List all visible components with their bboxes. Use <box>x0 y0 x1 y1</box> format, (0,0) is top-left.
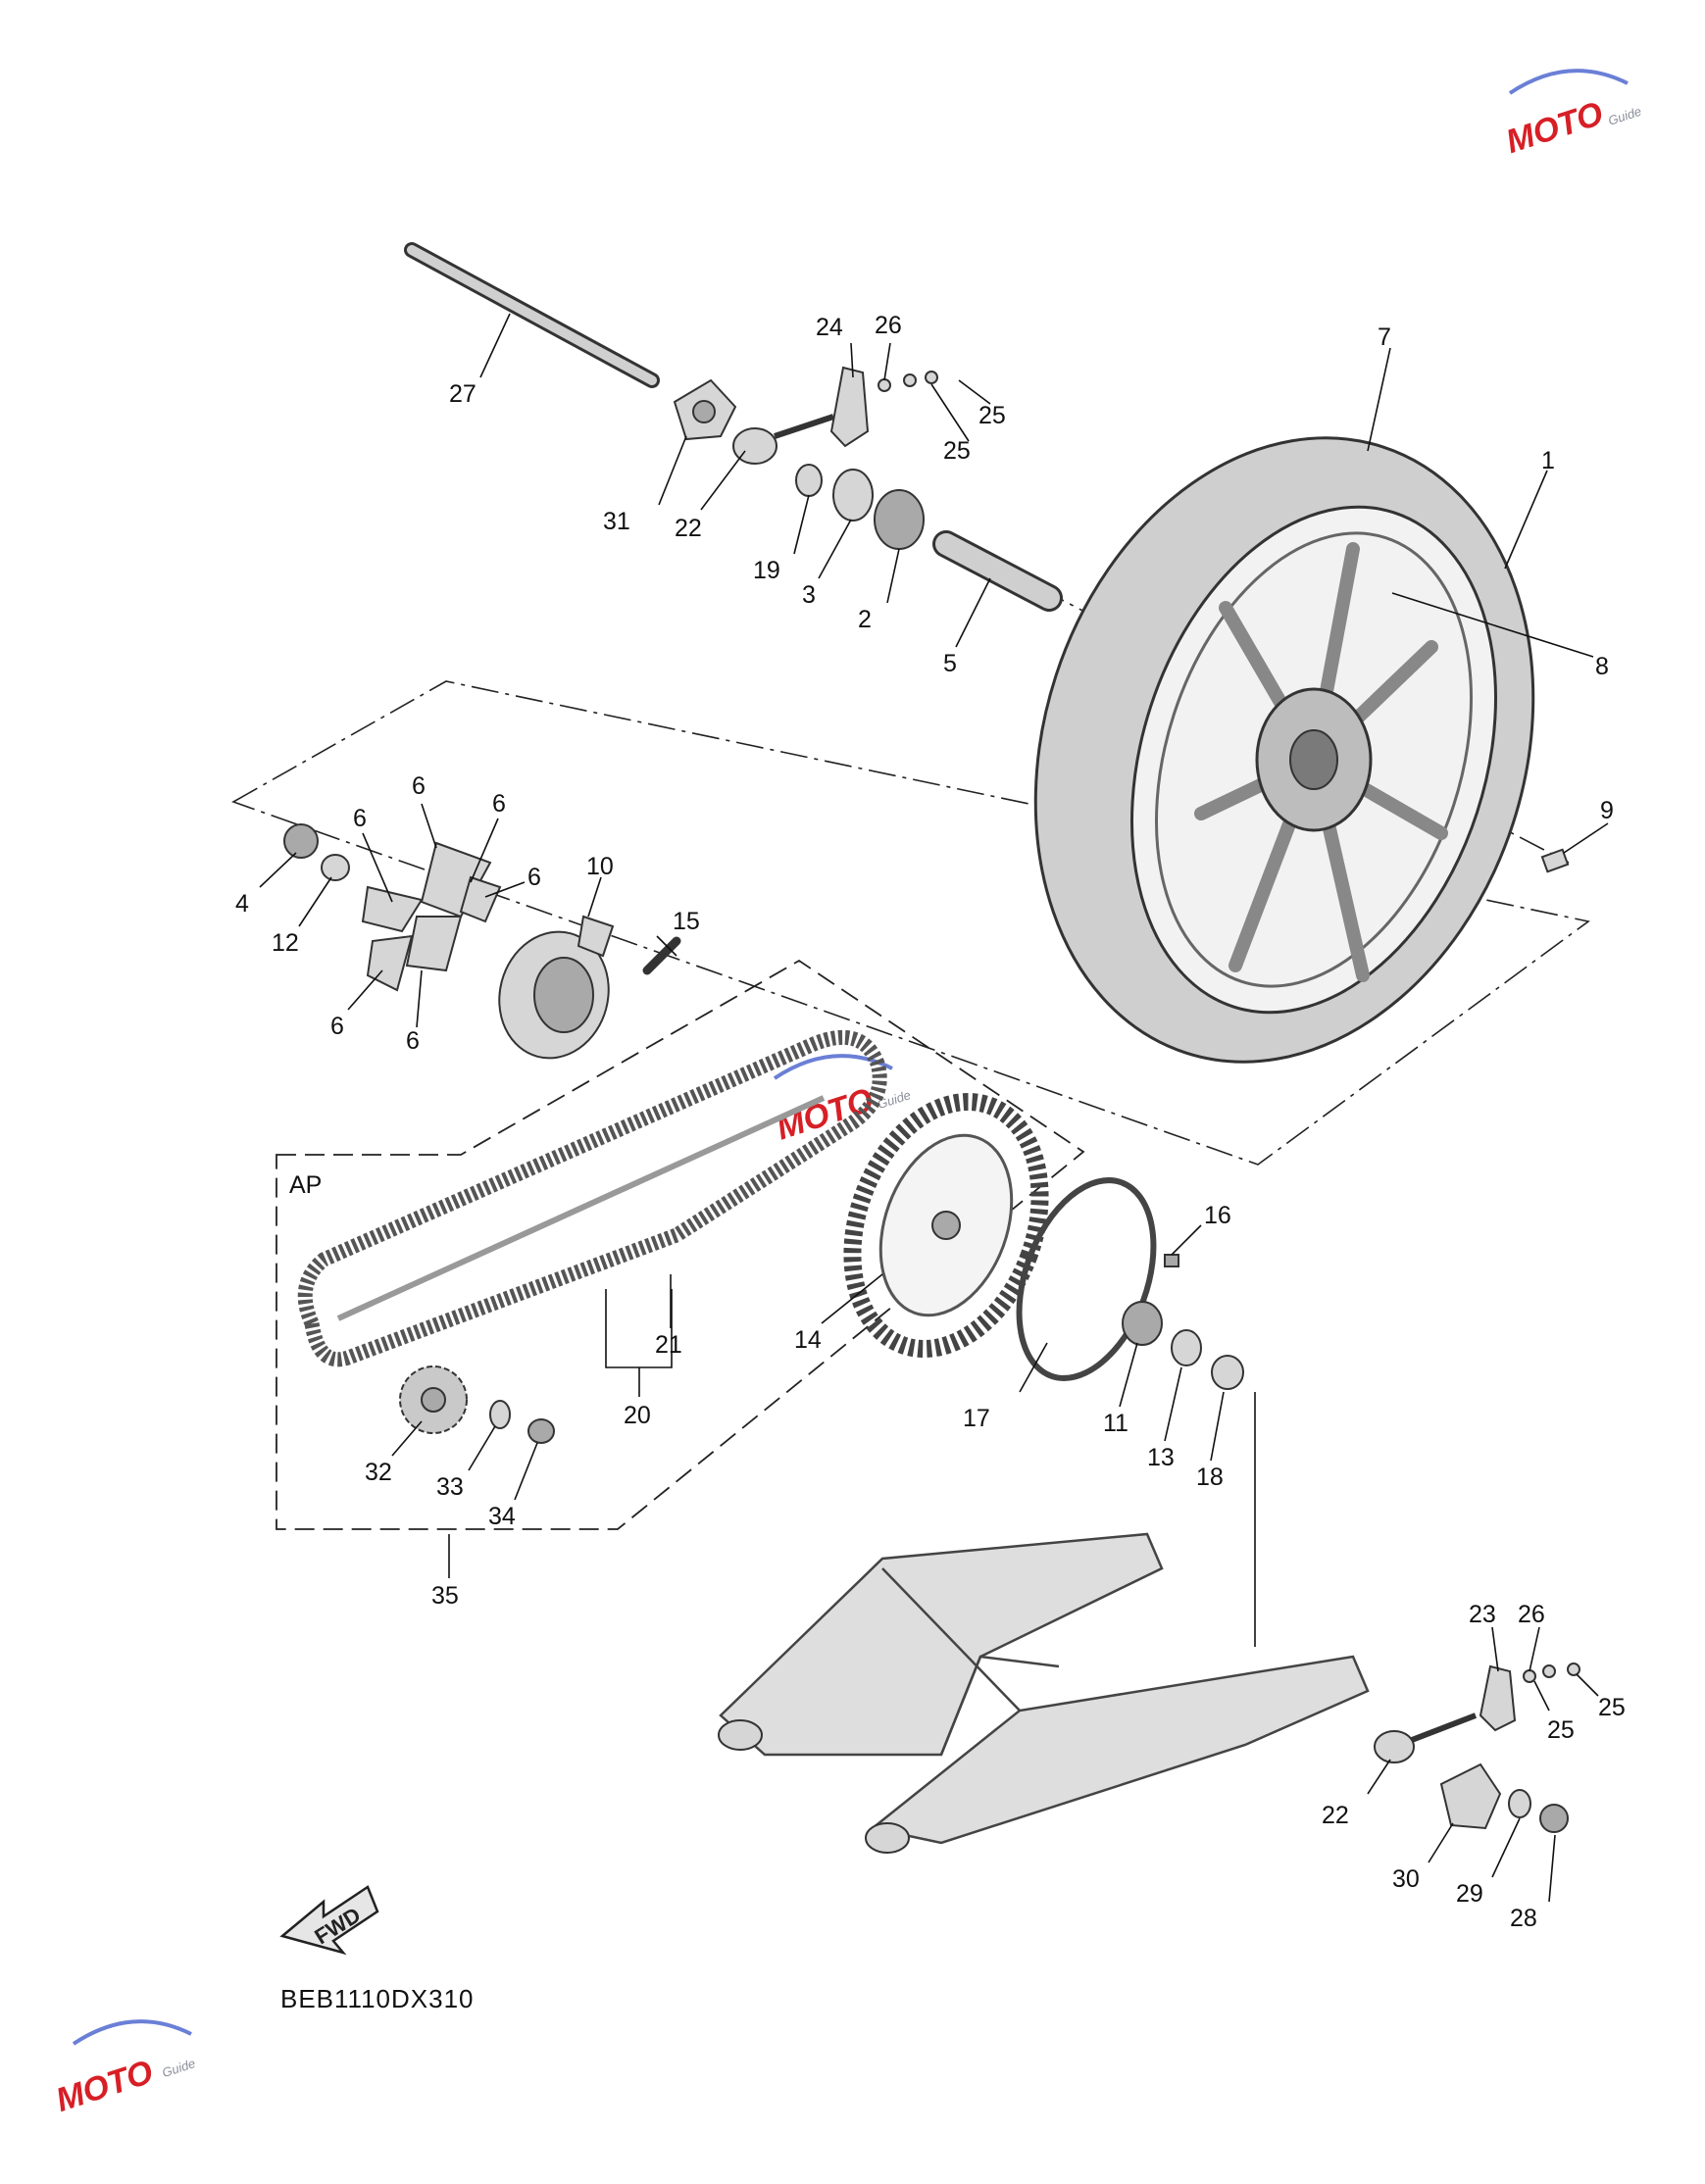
nut-axle-part <box>1539 1804 1569 1833</box>
callout-32: 32 <box>365 1459 392 1486</box>
callout-12: 12 <box>272 929 299 957</box>
callout-28: 28 <box>1510 1905 1537 1932</box>
callout-20: 20 <box>624 1402 651 1429</box>
callout-22a: 22 <box>675 515 702 542</box>
bearing-hub-part <box>283 823 319 859</box>
callout-10: 10 <box>586 853 614 880</box>
sprocket-bracket-ring-part <box>1016 1177 1157 1381</box>
callout-2: 2 <box>858 606 872 633</box>
callout-27: 27 <box>449 380 476 408</box>
callout-23: 23 <box>1469 1601 1496 1628</box>
sprocket-nut-small-part <box>1164 1254 1179 1267</box>
svg-text:MOTO: MOTO <box>1502 95 1608 161</box>
nut-right-part <box>1567 1663 1580 1676</box>
callout-labels: 1 2 3 4 5 6 6 6 6 6 6 7 8 9 10 11 12 13 … <box>235 312 1626 1932</box>
oil-seal-part <box>832 469 874 521</box>
callout-6e: 6 <box>330 1013 344 1040</box>
collar-right-part <box>1211 1355 1244 1390</box>
watermark-logo-bottom-left: MOTO Guide <box>51 2019 197 2119</box>
washer-left-part <box>903 373 917 387</box>
callout-1: 1 <box>1541 447 1555 474</box>
stud-bolt-part <box>642 936 681 975</box>
nut-left-part <box>925 371 938 384</box>
callout-9: 9 <box>1600 797 1614 824</box>
ap-chain-kit-boundary <box>276 959 1085 1530</box>
callout-4: 4 <box>235 890 249 918</box>
plug-right-part <box>1523 1669 1536 1683</box>
collar-small-right-part <box>1508 1789 1531 1818</box>
hub-assembly-boundary <box>231 680 1590 1166</box>
callout-17: 17 <box>963 1405 990 1432</box>
callout-34: 34 <box>488 1503 516 1530</box>
fwd-arrow-icon: FWD <box>279 1885 379 1956</box>
callout-3: 3 <box>802 581 816 609</box>
adjust-bolt-left-part <box>732 414 834 465</box>
callout-25b: 25 <box>943 437 971 465</box>
oil-seal-right-part <box>1171 1329 1202 1366</box>
callout-6c: 6 <box>353 805 367 832</box>
callout-13: 13 <box>1147 1444 1175 1471</box>
callout-19: 19 <box>753 557 780 584</box>
callout-8: 8 <box>1595 653 1609 680</box>
callout-6f: 6 <box>406 1027 420 1055</box>
callout-5: 5 <box>943 650 957 677</box>
chain-puller-right-part <box>1439 1762 1502 1830</box>
callout-7: 7 <box>1378 323 1391 351</box>
adjust-bolt-right-part <box>1374 1712 1478 1763</box>
svg-text:MOTO: MOTO <box>51 2054 157 2119</box>
callout-26a: 26 <box>875 312 902 339</box>
callout-24: 24 <box>816 314 843 341</box>
hub-collar-part <box>321 854 350 881</box>
callout-15: 15 <box>673 908 700 935</box>
leader-lines <box>259 313 1609 1903</box>
swingarm-part <box>718 1532 1370 1854</box>
chain-puller-plate-right-part <box>1479 1664 1517 1732</box>
rear-axle-part <box>404 242 660 388</box>
callout-25d: 25 <box>1598 1694 1626 1721</box>
collar-part <box>795 464 823 497</box>
callout-29: 29 <box>1456 1880 1483 1908</box>
sprocket-nut-part <box>527 1418 555 1444</box>
callout-35: 35 <box>431 1582 459 1610</box>
ap-kit-label: AP <box>289 1171 322 1199</box>
plug-left-part <box>878 378 891 392</box>
diagram-code: BEB1110DX310 <box>280 1984 475 2013</box>
spacer-part <box>932 530 1063 612</box>
bearing-left-part <box>874 489 925 550</box>
bearing-right-part <box>1122 1301 1163 1346</box>
callout-14: 14 <box>794 1326 822 1354</box>
callout-33: 33 <box>436 1473 464 1501</box>
callout-11: 11 <box>1103 1410 1128 1437</box>
rear-wheel-tire-part <box>1033 436 1535 1064</box>
callout-18: 18 <box>1196 1464 1224 1491</box>
clutch-hub-part <box>498 915 615 1060</box>
callout-6a: 6 <box>412 772 426 800</box>
chain-puller-plate-left-part <box>829 366 870 448</box>
callout-21: 21 <box>655 1331 682 1359</box>
callout-30: 30 <box>1392 1865 1420 1893</box>
callout-26b: 26 <box>1518 1601 1545 1628</box>
valve-part <box>1540 848 1570 873</box>
callout-22b: 22 <box>1322 1802 1349 1829</box>
washer-right-part <box>1542 1664 1556 1678</box>
callout-6b: 6 <box>492 790 506 818</box>
lock-washer-part <box>489 1400 511 1429</box>
callout-6d: 6 <box>527 864 541 891</box>
damper-set-part <box>361 841 502 992</box>
callout-16: 16 <box>1204 1202 1231 1229</box>
svg-text:Guide: Guide <box>1606 104 1643 128</box>
chain-puller-left-part <box>673 378 737 441</box>
svg-text:Guide: Guide <box>160 2056 197 2080</box>
chain-inner-line <box>336 1095 826 1321</box>
drive-chain-part <box>297 1029 887 1367</box>
watermark-logo-top-right: MOTO Guide <box>1502 69 1643 161</box>
front-sprocket-part <box>399 1365 468 1434</box>
callout-25c: 25 <box>1547 1716 1575 1744</box>
callout-25a: 25 <box>978 402 1006 429</box>
callout-31: 31 <box>603 508 630 535</box>
